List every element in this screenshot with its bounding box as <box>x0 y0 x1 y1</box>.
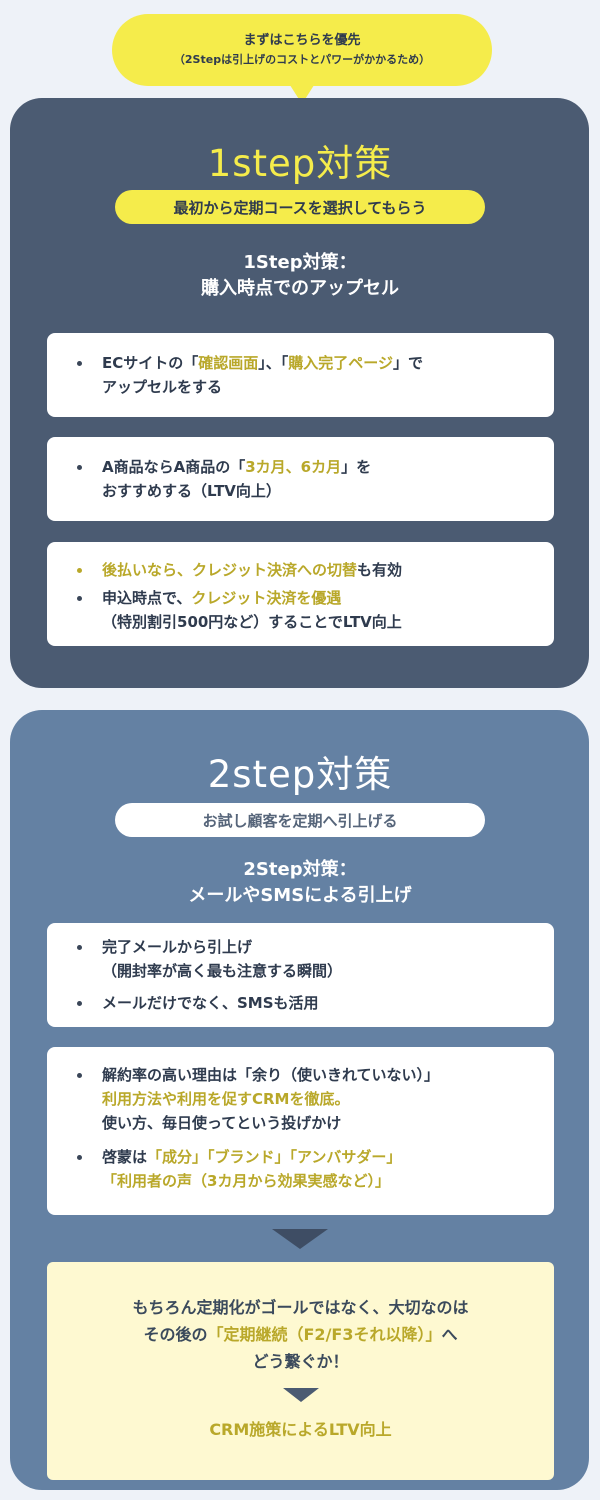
conclusion-box: もちろん定期化がゴールではなく、大切なのは その後の「定期継続（F2/F3それ以… <box>47 1262 554 1480</box>
list-item: 完了メールから引上げ （開封率が高く最も注意する瞬間） <box>77 935 534 983</box>
step2-pill: お試し顧客を定期へ引上げる <box>115 803 485 837</box>
conclusion-result: CRM施策によるLTV向上 <box>209 1420 392 1439</box>
down-arrow-icon <box>272 1229 328 1249</box>
conclusion-text: もちろん定期化がゴールではなく、大切なのは その後の「定期継続（F2/F3それ以… <box>132 1298 469 1371</box>
priority-bubble: まずはこちらを優先 （2Stepは引上げのコストとパワーがかかるため） <box>112 14 492 86</box>
list-item: ECサイトの「確認画面」、「購入完了ページ」で アップセルをする <box>77 351 534 399</box>
step1-card-2: A商品ならA商品の「3カ月、6カ月」を おすすめする（LTV向上） <box>47 437 554 521</box>
list-item: 啓蒙は「成分」「ブランド」「アンバサダー」 「利用者の声（3カ月から効果実感など… <box>77 1145 534 1193</box>
step2-heading-line1: 2Step対策： <box>243 859 357 880</box>
step2-card-1: 完了メールから引上げ （開封率が高く最も注意する瞬間） メールだけでなく、SMS… <box>47 923 554 1027</box>
list-item: A商品ならA商品の「3カ月、6カ月」を おすすめする（LTV向上） <box>77 455 534 503</box>
step1-card-1: ECサイトの「確認画面」、「購入完了ページ」で アップセルをする <box>47 333 554 417</box>
list-item: 申込時点で、クレジット決済を優遇 （特別割引500円など）することでLTV向上 <box>77 586 534 634</box>
step2-title: 2step対策 <box>207 753 393 796</box>
step1-pill: 最初から定期コースを選択してもらう <box>115 190 485 224</box>
bubble-subtitle: （2Stepは引上げのコストとパワーがかかるため） <box>173 53 431 66</box>
step2-card-2: 解約率の高い理由は「余り（使いきれていない）」 利用方法や利用を促すCRMを徹底… <box>47 1047 554 1215</box>
down-arrow-icon <box>283 1388 319 1402</box>
step2-heading: 2Step対策： メールやSMSによる引上げ <box>0 857 600 909</box>
step1-heading-line2: 購入時点でのアップセル <box>201 278 399 299</box>
step2-heading-line2: メールやSMSによる引上げ <box>188 885 412 906</box>
step1-heading: 1Step対策： 購入時点でのアップセル <box>0 250 600 302</box>
step1-title: 1step対策 <box>207 142 393 185</box>
bubble-title: まずはこちらを優先 <box>243 33 361 48</box>
step1-card-3: 後払いなら、クレジット決済への切替も有効 申込時点で、クレジット決済を優遇 （特… <box>47 542 554 646</box>
list-item: メールだけでなく、SMSも活用 <box>77 991 534 1015</box>
list-item: 解約率の高い理由は「余り（使いきれていない）」 利用方法や利用を促すCRMを徹底… <box>77 1063 534 1135</box>
list-item: 後払いなら、クレジット決済への切替も有効 <box>77 558 534 582</box>
step1-heading-line1: 1Step対策： <box>243 252 357 273</box>
